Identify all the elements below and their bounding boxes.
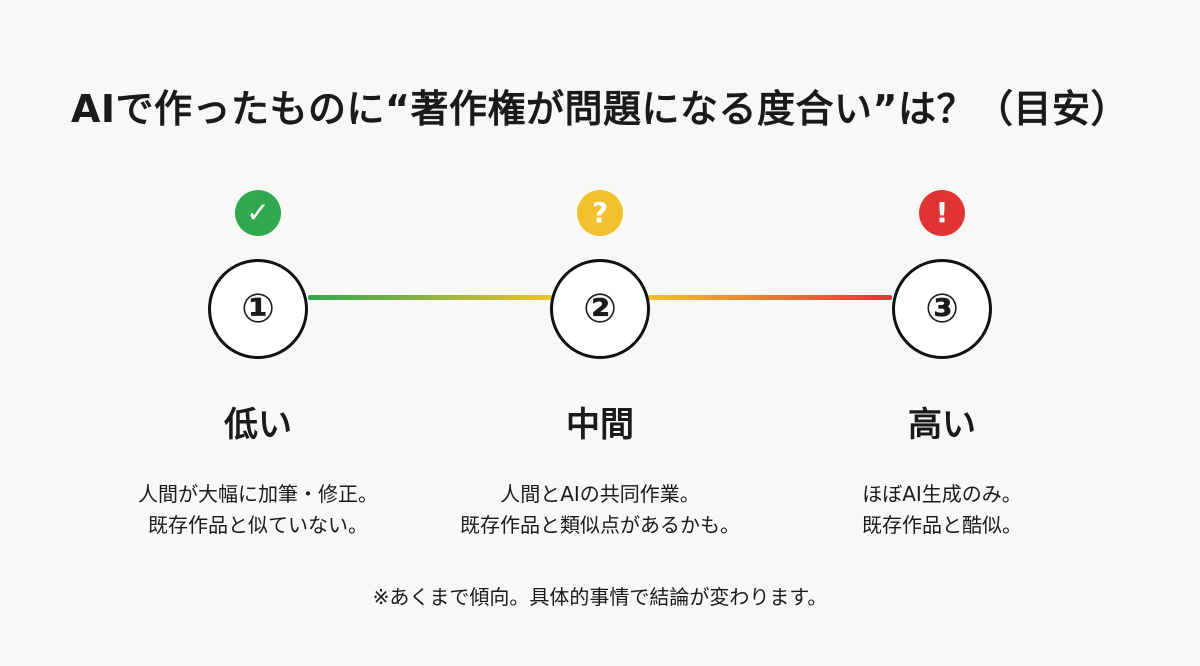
description-line: 既存作品と似ていない。 [148, 512, 368, 537]
description-line: ほぼAI生成のみ。 [862, 481, 1022, 506]
description-low: 人間が大幅に加筆・修正。 既存作品と似ていない。 [88, 479, 428, 541]
check-icon: ✓ [235, 190, 281, 236]
level-label-low: 低い [224, 405, 292, 445]
description-line: 人間とAIの共同作業。 [500, 481, 700, 506]
step-middle: ? ② 中間 人間とAIの共同作業。 既存作品と類似点があるかも。 [430, 190, 770, 541]
description-line: 人間が大幅に加筆・修正。 [138, 481, 378, 506]
connector-line-2-3 [648, 295, 892, 300]
step-number-1: ① [208, 259, 308, 359]
description-high: ほぼAI生成のみ。 既存作品と酷似。 [772, 479, 1112, 541]
step-low: ✓ ① 低い 人間が大幅に加筆・修正。 既存作品と似ていない。 [88, 190, 428, 541]
page-title: AIで作ったものに“著作権が問題になる度合い”は？（目安） [71, 87, 1129, 131]
description-middle: 人間とAIの共同作業。 既存作品と類似点があるかも。 [430, 479, 770, 541]
description-line: 既存作品と類似点があるかも。 [460, 512, 740, 537]
footnote: ※あくまで傾向。具体的事情で結論が変わります。 [372, 585, 828, 609]
level-label-high: 高い [908, 405, 976, 445]
step-high: ! ③ 高い ほぼAI生成のみ。 既存作品と酷似。 [772, 190, 1112, 541]
level-label-middle: 中間 [566, 405, 634, 445]
exclamation-icon: ! [919, 190, 965, 236]
step-number-2: ② [550, 259, 650, 359]
step-number-3: ③ [892, 259, 992, 359]
question-icon: ? [577, 190, 623, 236]
description-line: 既存作品と酷似。 [862, 512, 1022, 537]
connector-line-1-2 [308, 295, 552, 300]
